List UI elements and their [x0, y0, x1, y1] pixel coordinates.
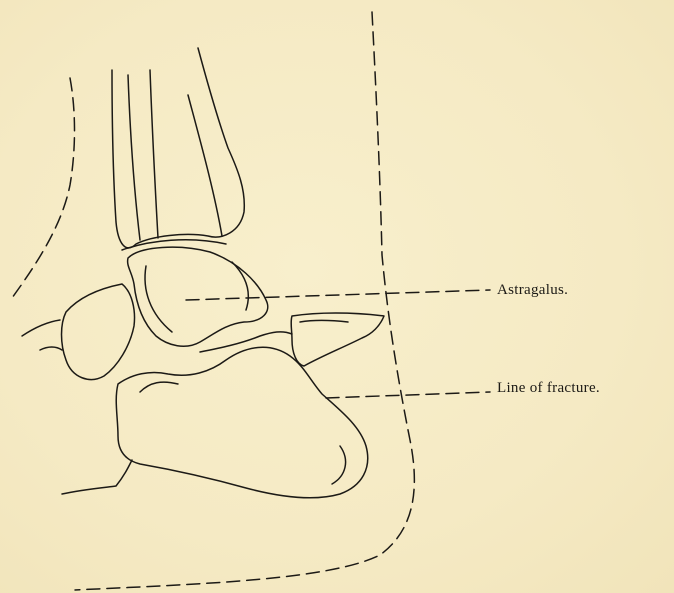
line-of-fracture-label: Line of fracture.	[497, 380, 600, 397]
fracture-fragment-edge	[300, 321, 348, 323]
tibia-inner-line	[150, 70, 158, 238]
ankle-joint-line	[122, 240, 226, 250]
forefoot-line-1	[22, 320, 60, 336]
skin-outline-left	[12, 78, 75, 298]
forefoot-line-2	[40, 347, 62, 350]
calcaneus-inner	[200, 332, 292, 352]
cuboid-line	[62, 460, 132, 494]
fibula-outline	[128, 75, 140, 240]
calcaneus-bone	[116, 347, 367, 497]
skin-outline-right-heel	[75, 12, 414, 590]
fracture-leader-line	[326, 392, 490, 398]
navicular-bone	[62, 284, 135, 379]
astragalus-leader-line	[186, 290, 490, 300]
astragalus-label: Astragalus.	[497, 282, 568, 299]
astragalus-inner	[145, 266, 172, 332]
heel-tuberosity	[332, 446, 346, 484]
astragalus-bone	[128, 247, 268, 346]
calcaneus-sustentaculum	[140, 382, 178, 392]
